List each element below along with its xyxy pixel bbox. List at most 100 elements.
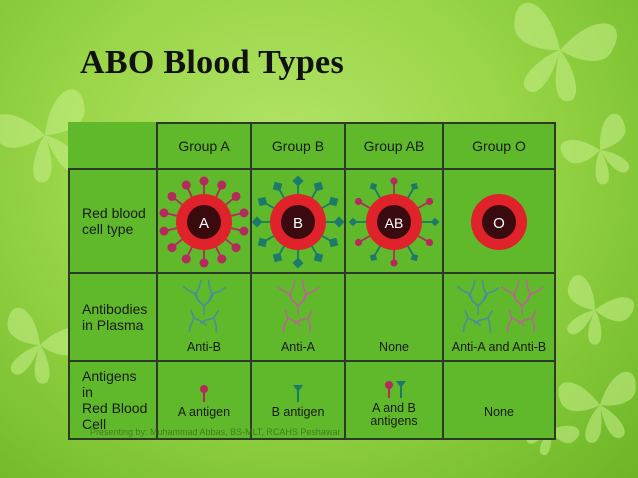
antigen-stalk bbox=[416, 202, 428, 210]
antigen-stalk bbox=[166, 227, 178, 232]
antigen-stalk bbox=[214, 187, 222, 199]
a-antigen-head bbox=[217, 180, 227, 190]
a-antigen-head bbox=[231, 191, 241, 201]
antibody-glyph bbox=[288, 294, 308, 315]
a-antigen-head bbox=[354, 238, 363, 247]
cell-letter-b: B bbox=[293, 215, 303, 232]
antibody-glyph bbox=[207, 279, 226, 303]
b-antigen-head bbox=[333, 216, 345, 228]
antibody-label-group-ab: None bbox=[379, 340, 409, 354]
anti-a-antibody-icon bbox=[276, 279, 320, 333]
b-antigen-head bbox=[251, 216, 263, 228]
antigen-stalk bbox=[406, 244, 414, 256]
header-group-a: Group A bbox=[156, 122, 252, 170]
antibody-glyph bbox=[525, 279, 544, 303]
a-antigen-head bbox=[425, 238, 434, 247]
a-antigen-head bbox=[231, 243, 241, 253]
antibody-glyph bbox=[500, 279, 520, 303]
cell-rbc-group-o: O bbox=[442, 168, 556, 274]
cell-rbc-group-a: A bbox=[156, 168, 252, 274]
b-antigen-head bbox=[348, 217, 358, 227]
a-antigen-head bbox=[199, 176, 209, 186]
cell-rbc-group-b: B bbox=[250, 168, 346, 274]
b-antigen-head bbox=[313, 252, 324, 263]
butterfly-icon bbox=[567, 275, 635, 345]
b-antigen-head bbox=[292, 257, 304, 269]
red-blood-cell-ab-icon: AB bbox=[348, 177, 440, 267]
butterfly-icon bbox=[0, 89, 85, 183]
b-antigen-head bbox=[410, 253, 419, 262]
a-antigen-head bbox=[354, 197, 363, 206]
b-antigen-head bbox=[313, 181, 324, 192]
b-antigen-head bbox=[257, 196, 268, 207]
ab-antigen-spikes bbox=[348, 177, 440, 267]
antigen-label-group-b: B antigen bbox=[271, 405, 325, 419]
antibody-glyph bbox=[194, 294, 214, 315]
antibody-glyph bbox=[468, 294, 488, 315]
a-antigen-head bbox=[217, 254, 227, 264]
a-antigen-head bbox=[159, 208, 169, 218]
antibody-label-group-a: Anti-B bbox=[186, 340, 222, 354]
antibody-glyph bbox=[276, 279, 296, 303]
cell-rbc-group-ab: AB bbox=[344, 168, 444, 274]
antigen-label-group-o: None bbox=[484, 405, 514, 419]
a-antigen-spikes bbox=[159, 176, 249, 268]
b-antigen-head bbox=[328, 237, 339, 248]
antigen-label-group-a: A antigen bbox=[177, 405, 231, 419]
antigen-stalk bbox=[166, 212, 178, 217]
antibody-glyph bbox=[293, 310, 313, 333]
antigen-stalk bbox=[360, 202, 372, 210]
antibody-label-group-o: Anti-A and Anti-B bbox=[451, 340, 547, 354]
b-antigen-head bbox=[430, 217, 440, 227]
antigen-stalk bbox=[360, 234, 372, 242]
antigen-stalk bbox=[173, 197, 184, 206]
red-blood-cell-b-icon: B bbox=[251, 175, 345, 269]
a-antigen-head bbox=[159, 226, 169, 236]
a-antigen-head bbox=[390, 259, 398, 267]
a-antigen-head bbox=[181, 254, 191, 264]
cell-antibodies-group-ab: None bbox=[344, 272, 444, 362]
antigen-stalk bbox=[186, 245, 194, 257]
antigen-stalk bbox=[374, 244, 382, 256]
b-antigen-head bbox=[272, 252, 283, 263]
antibody-glyph bbox=[517, 310, 537, 333]
blood-type-table: Group A Group B Group AB Group O Red blo… bbox=[68, 122, 556, 440]
b-antigen-spikes bbox=[251, 175, 345, 269]
antigen-stalk bbox=[224, 197, 235, 206]
antibody-glyph bbox=[462, 309, 482, 333]
antibody-glyph bbox=[182, 279, 202, 303]
butterfly-icon bbox=[7, 307, 84, 384]
header-group-o: Group O bbox=[442, 122, 556, 170]
cell-letter-o: O bbox=[493, 215, 505, 232]
b-antigen-head bbox=[257, 237, 268, 248]
antigen-stalk bbox=[230, 227, 242, 232]
red-blood-cell-o-icon: O bbox=[471, 194, 527, 250]
antibody-glyph bbox=[199, 310, 219, 333]
b-antigen-head bbox=[328, 196, 339, 207]
anti-b-antibody-icon bbox=[182, 279, 226, 333]
a-antigen-head bbox=[167, 191, 177, 201]
a-and-b-antigen-icon bbox=[385, 381, 406, 398]
butterfly-icon bbox=[560, 113, 630, 185]
cell-antibodies-group-b: Anti-A bbox=[250, 272, 346, 362]
b-antigen-head bbox=[272, 181, 283, 192]
b-antigen-head bbox=[292, 175, 304, 187]
antibody-glyph bbox=[473, 310, 493, 333]
a-antigen-head bbox=[181, 180, 191, 190]
cell-antibodies-group-a: Anti-B bbox=[156, 272, 252, 362]
header-group-ab: Group AB bbox=[344, 122, 444, 170]
a-antigen-head bbox=[425, 197, 434, 206]
a-antigen-head bbox=[167, 243, 177, 253]
antibody-glyph bbox=[512, 294, 532, 315]
cell-letter-ab: AB bbox=[385, 215, 404, 231]
a-antigen-head bbox=[390, 177, 398, 185]
antigen-stalk bbox=[230, 212, 242, 217]
antigen-stalk bbox=[374, 188, 382, 200]
presenter-credit: Presenting by: Muhammad Abbas, BS-MLT, R… bbox=[90, 427, 341, 437]
anti-b-antibody-icon bbox=[456, 279, 500, 333]
antibody-glyph bbox=[282, 309, 302, 333]
